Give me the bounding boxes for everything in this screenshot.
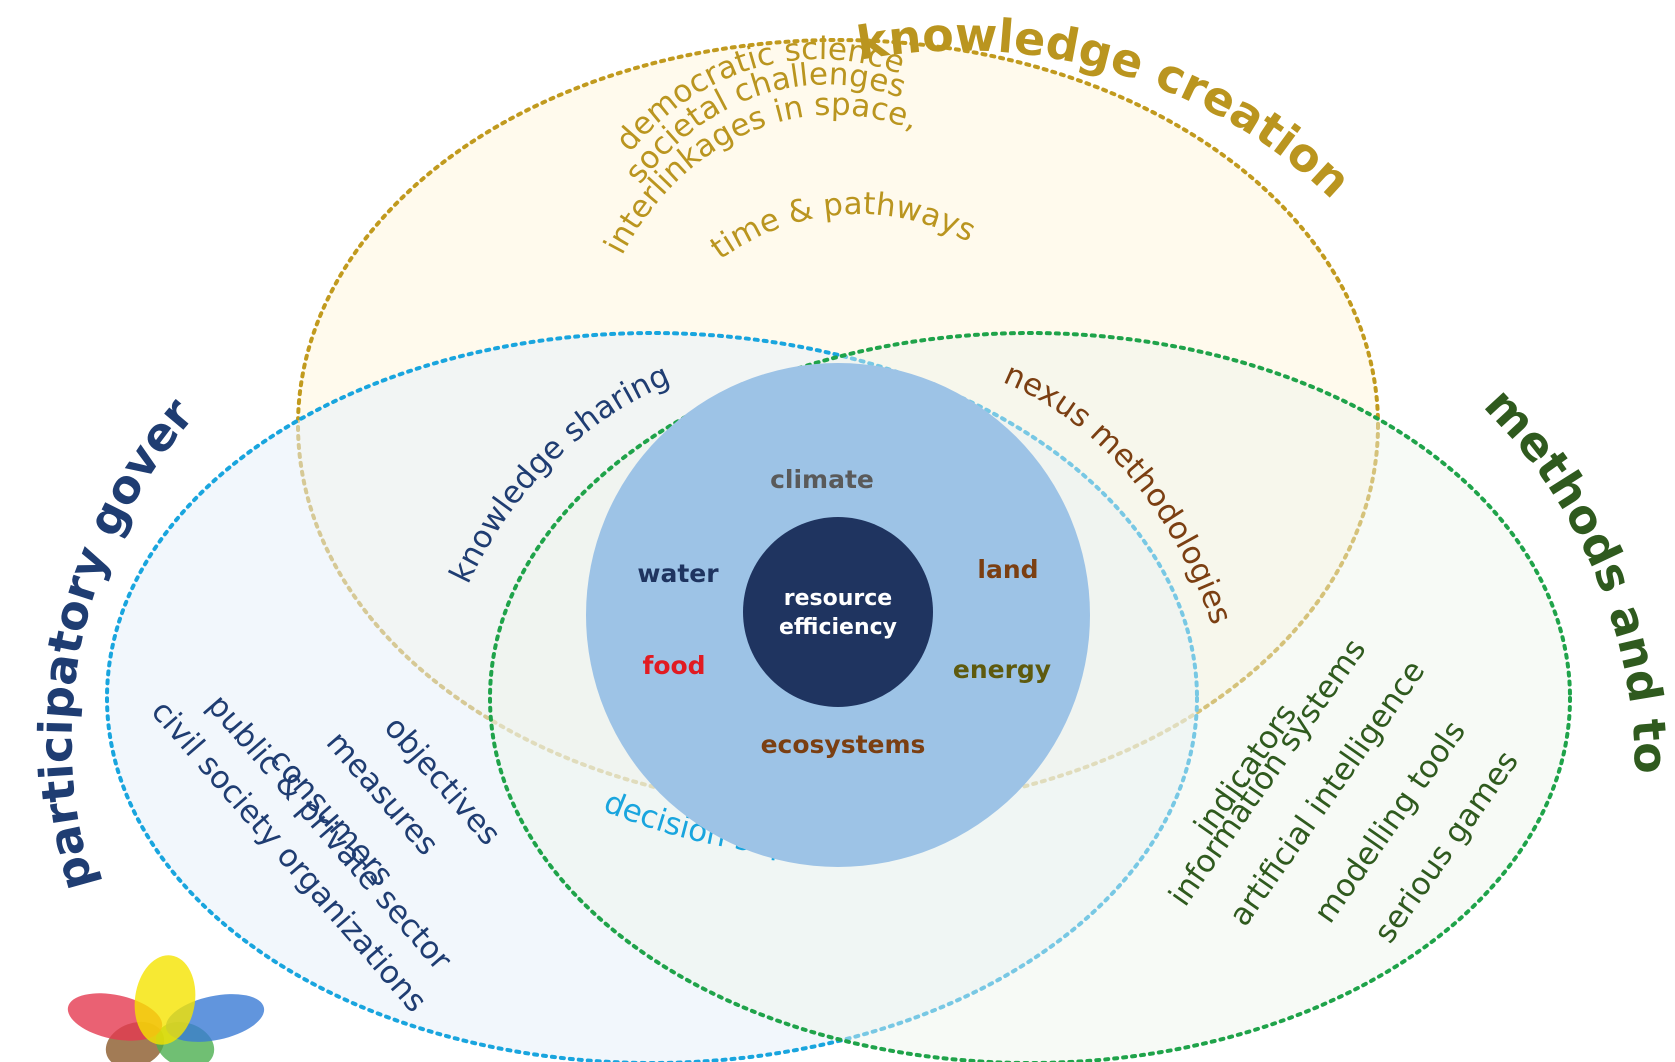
- center-label-line-1: resource: [784, 586, 892, 611]
- core-item-land: land: [977, 555, 1038, 584]
- flower-logo-icon: [67, 955, 265, 1062]
- core-item-water: water: [637, 559, 719, 588]
- core-item-climate: climate: [770, 465, 874, 494]
- resource-efficiency-center: [743, 517, 933, 707]
- core-item-energy: energy: [953, 655, 1051, 684]
- core-item-ecosystems: ecosystems: [761, 730, 926, 759]
- core-item-food: food: [642, 651, 705, 680]
- center-label-line-2: efficiency: [779, 615, 897, 640]
